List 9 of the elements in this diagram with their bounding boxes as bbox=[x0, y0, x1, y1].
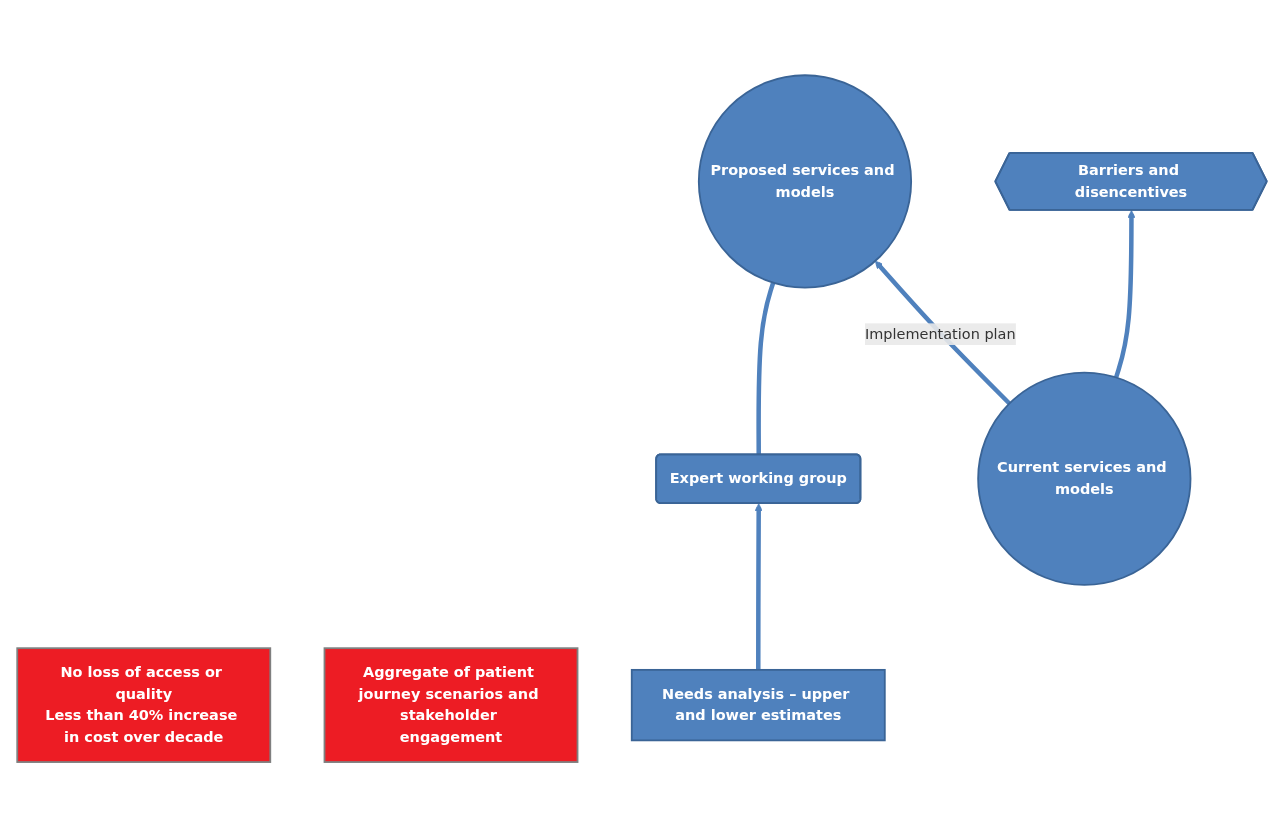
edge-label: Implementation plan bbox=[864, 325, 1016, 343]
node-box: No loss of access or quality Less than 40% increase in cost over decade bbox=[16, 647, 272, 764]
arrow bbox=[754, 503, 763, 671]
node-circle: Proposed services and models bbox=[697, 74, 913, 289]
node-box: Needs analysis – upper and lower estimates bbox=[630, 669, 886, 742]
connector bbox=[756, 282, 776, 456]
arrow bbox=[1114, 210, 1136, 379]
node-circle: Current services and models bbox=[977, 372, 1192, 587]
node-box: Aggregate of patient journey scenarios and stakeholder engagement bbox=[323, 647, 579, 764]
